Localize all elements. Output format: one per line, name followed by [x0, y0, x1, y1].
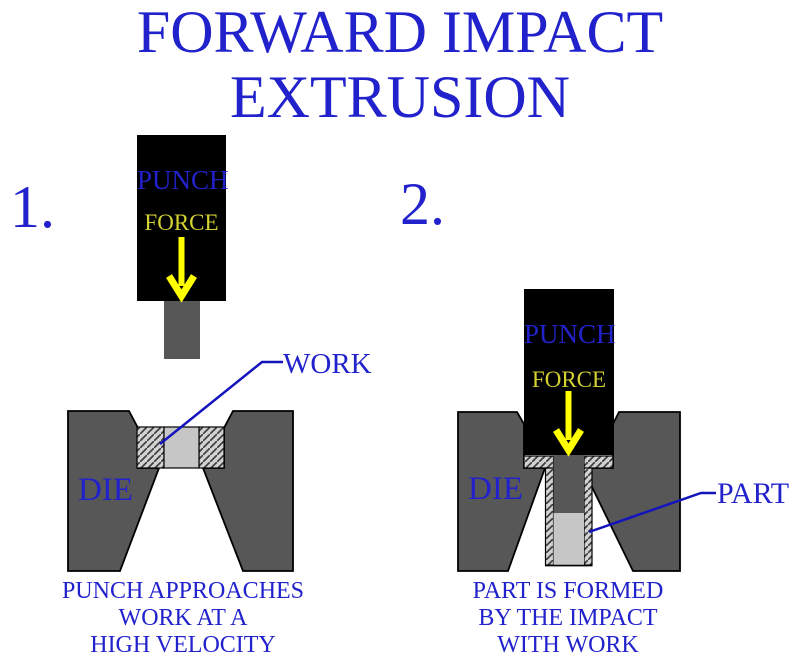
part-label: PART: [717, 477, 790, 510]
caption-stage1: PUNCH APPROACHES WORK AT A HIGH VELOCITY: [33, 578, 333, 659]
work-billet-hatch-right: [198, 426, 225, 469]
work-billet-hatch-left: [136, 426, 165, 469]
work-leader-line: [159, 360, 283, 445]
part-wall-hatch-right: [583, 467, 593, 566]
part-flange-hatch-right: [583, 455, 614, 469]
work-billet-center: [163, 426, 200, 469]
part-slug: [553, 513, 584, 565]
die-label-stage2: DIE: [468, 471, 523, 507]
caption-stage2-line3: WITH WORK: [497, 632, 639, 658]
part-wall-hatch-left: [544, 467, 555, 566]
caption-stage2: PART IS FORMED BY THE IMPACT WITH WORK: [418, 578, 718, 659]
punch-rod-stage2: [553, 455, 584, 513]
punch-label-stage2: PUNCH: [524, 319, 616, 349]
die-label-stage1: DIE: [78, 472, 133, 508]
caption-stage1-line2: WORK AT A: [118, 605, 248, 631]
force-arrow-head-stage2: [553, 428, 584, 457]
caption-stage1-line3: HIGH VELOCITY: [90, 632, 276, 658]
page-title-line1: FORWARD IMPACT: [136, 0, 664, 65]
page-title: FORWARD IMPACT EXTRUSION: [0, 0, 800, 130]
caption-stage2-line2: BY THE IMPACT: [478, 605, 658, 631]
caption-stage1-line1: PUNCH APPROACHES: [61, 578, 305, 604]
work-label: WORK: [283, 348, 372, 380]
stage2-number: 2.: [400, 171, 445, 237]
caption-stage2-line1: PART IS FORMED: [472, 578, 664, 604]
part-flange-hatch-left: [523, 455, 555, 469]
force-label-stage1: FORCE: [144, 210, 219, 235]
stage1-number: 1.: [10, 174, 55, 240]
part-leader-line: [588, 491, 716, 534]
force-label-stage2: FORCE: [531, 367, 607, 392]
punch-label-stage1: PUNCH: [137, 165, 229, 195]
page-title-line2: EXTRUSION: [230, 64, 570, 130]
force-arrow-head-stage1: [166, 274, 197, 303]
punch-rod-stage1: [164, 301, 200, 359]
